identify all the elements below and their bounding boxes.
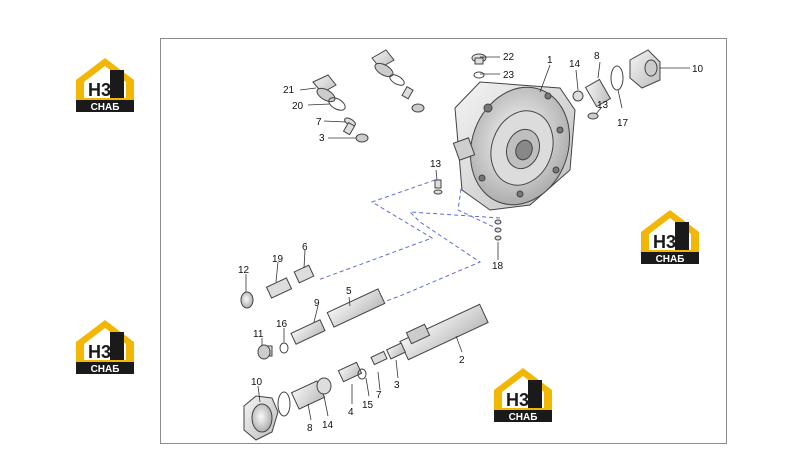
callout-21: 21 xyxy=(283,85,295,96)
logo-watermark-bottom-left: H3 СНАБ xyxy=(74,318,136,376)
svg-text:СНАБ: СНАБ xyxy=(656,254,685,265)
callout-15: 15 xyxy=(362,400,374,411)
svg-text:H3: H3 xyxy=(506,390,529,410)
callout-14b: 14 xyxy=(322,420,334,431)
logo-watermark-right: H3 СНАБ xyxy=(639,208,701,266)
callout-7: 7 xyxy=(316,117,322,128)
svg-text:СНАБ: СНАБ xyxy=(509,412,538,423)
right-side-parts xyxy=(572,49,661,120)
small-fittings xyxy=(433,179,502,241)
pump-housing xyxy=(452,81,576,211)
svg-text:СНАБ: СНАБ xyxy=(91,102,120,113)
callout-16: 16 xyxy=(276,319,288,330)
callout-5: 5 xyxy=(346,286,352,297)
svg-text:H3: H3 xyxy=(653,232,676,252)
bottom-parts xyxy=(243,342,407,441)
top-parts xyxy=(312,49,487,143)
callout-22: 22 xyxy=(503,52,515,63)
logo-watermark-top-left: H3 СНАБ xyxy=(74,56,136,114)
callout-17: 17 xyxy=(617,118,629,129)
callout-13b: 13 xyxy=(597,100,609,111)
svg-text:H3: H3 xyxy=(88,80,111,100)
callout-8: 8 xyxy=(594,51,600,62)
callout-10b: 10 xyxy=(251,377,263,388)
callout-4: 4 xyxy=(348,407,354,418)
callout-2: 2 xyxy=(459,355,465,366)
spool-assembly xyxy=(399,303,489,361)
callout-12: 12 xyxy=(238,265,250,276)
callout-8b: 8 xyxy=(307,423,313,434)
logo-watermark-bottom-center: H3 СНАБ xyxy=(492,366,554,424)
callout-1: 1 xyxy=(547,55,553,66)
svg-text:H3: H3 xyxy=(88,342,111,362)
callout-18: 18 xyxy=(492,261,504,272)
svg-text:СНАБ: СНАБ xyxy=(91,364,120,375)
callout-10: 10 xyxy=(692,64,704,75)
callout-20: 20 xyxy=(292,101,304,112)
callout-11: 11 xyxy=(253,329,264,340)
diagram-frame xyxy=(160,38,727,444)
callout-3b: 3 xyxy=(394,380,400,391)
assembly-path-lines xyxy=(317,174,501,319)
callout-23: 23 xyxy=(503,70,515,81)
callout-6: 6 xyxy=(302,242,308,253)
callout-13: 13 xyxy=(430,159,442,170)
leader-lines xyxy=(245,56,690,421)
callout-7b: 7 xyxy=(376,390,382,401)
left-middle-parts xyxy=(240,264,386,360)
callout-14: 14 xyxy=(569,59,581,70)
callout-9: 9 xyxy=(314,298,320,309)
callout-19: 19 xyxy=(272,254,284,265)
callout-3: 3 xyxy=(319,133,325,144)
callout-labels: 22 23 1 14 8 10 21 20 7 3 13 17 13 18 6 … xyxy=(238,51,704,434)
